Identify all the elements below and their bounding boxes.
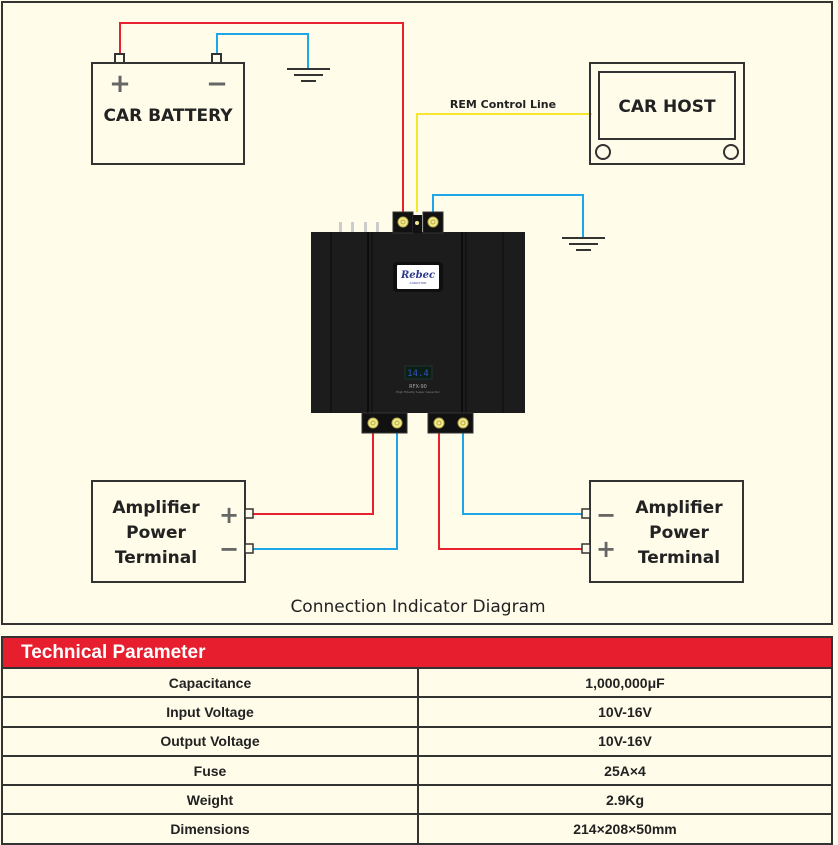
param-name: Input Voltage bbox=[3, 698, 419, 726]
model-label: RFX-90 bbox=[409, 384, 427, 390]
right-amp-positive-wire bbox=[438, 433, 585, 550]
battery-label: CAR BATTERY bbox=[103, 106, 233, 126]
table-row: Dimensions 214×208×50mm bbox=[3, 815, 831, 843]
amp-right-label-line2: Power bbox=[649, 523, 709, 543]
param-name: Dimensions bbox=[3, 815, 419, 843]
input-terminals bbox=[392, 211, 444, 234]
amp-right-bottom-sign: + bbox=[596, 535, 616, 563]
battery-plus-sign: + bbox=[109, 69, 131, 99]
table-row: Output Voltage 10V-16V bbox=[3, 727, 831, 757]
capacitor-device: Rebec CAPACITOR 14.4 RFX-90 High Fidelit… bbox=[311, 222, 525, 413]
amp-right-label-line3: Terminal bbox=[638, 548, 720, 568]
model-subtitle: High Fidelity Super Capacitor bbox=[396, 390, 440, 394]
param-value: 214×208×50mm bbox=[573, 821, 677, 838]
rem-control-label: REM Control Line bbox=[450, 98, 556, 111]
left-amp-negative-wire bbox=[252, 433, 398, 550]
param-name: Weight bbox=[3, 786, 419, 814]
param-name: Capacitance bbox=[3, 669, 419, 697]
param-value: 10V-16V bbox=[598, 703, 652, 720]
host-label: CAR HOST bbox=[618, 97, 716, 117]
brand-logo: Rebec bbox=[400, 270, 435, 281]
table-row: Fuse 25A×4 bbox=[3, 756, 831, 787]
voltage-display: 14.4 bbox=[407, 369, 429, 379]
battery-positive-wire bbox=[119, 22, 404, 212]
param-value: 25A×4 bbox=[604, 762, 646, 779]
left-amp-positive-wire bbox=[252, 433, 374, 515]
amp-right-top-sign: − bbox=[596, 501, 616, 529]
amp-left-label-line1: Amplifier bbox=[112, 498, 200, 518]
device-ground-wire bbox=[432, 194, 584, 237]
param-value: 1,000,000μF bbox=[585, 674, 665, 691]
amp-left-label-line2: Power bbox=[126, 523, 186, 543]
connection-diagram: + − CAR BATTERY CAR HOST REM Control Lin… bbox=[91, 22, 745, 617]
table-row: Input Voltage 10V-16V bbox=[3, 698, 831, 728]
table-row: Weight 2.9Kg bbox=[3, 786, 831, 816]
rem-control-wire bbox=[416, 113, 592, 212]
param-value: 2.9Kg bbox=[605, 791, 645, 808]
output-terminals bbox=[361, 412, 474, 434]
amplifier-right: − + Amplifier Power Terminal bbox=[581, 480, 744, 583]
param-name: Fuse bbox=[3, 756, 419, 785]
amp-left-bottom-sign: − bbox=[219, 535, 239, 563]
technical-parameter-table: Technical Parameter Capacitance 1,000,000… bbox=[1, 636, 833, 845]
table-title: Technical Parameter bbox=[3, 638, 831, 669]
car-battery: + − CAR BATTERY bbox=[91, 53, 245, 165]
amp-left-top-sign: + bbox=[219, 501, 239, 529]
amp-left-label-line3: Terminal bbox=[115, 548, 197, 568]
amp-right-label-line1: Amplifier bbox=[635, 498, 723, 518]
param-name: Output Voltage bbox=[3, 727, 419, 755]
table-row: Capacitance 1,000,000μF bbox=[3, 669, 831, 699]
diagram-title: Connection Indicator Diagram bbox=[290, 597, 545, 617]
ground-icon bbox=[287, 68, 330, 82]
amplifier-left: + − Amplifier Power Terminal bbox=[91, 480, 254, 583]
brand-sub: CAPACITOR bbox=[409, 281, 426, 285]
battery-minus-sign: − bbox=[206, 69, 228, 99]
param-value: 10V-16V bbox=[598, 733, 652, 750]
battery-negative-wire bbox=[216, 33, 309, 68]
car-host: CAR HOST bbox=[589, 62, 745, 165]
ground-icon bbox=[562, 237, 605, 251]
right-amp-negative-wire bbox=[462, 433, 585, 515]
